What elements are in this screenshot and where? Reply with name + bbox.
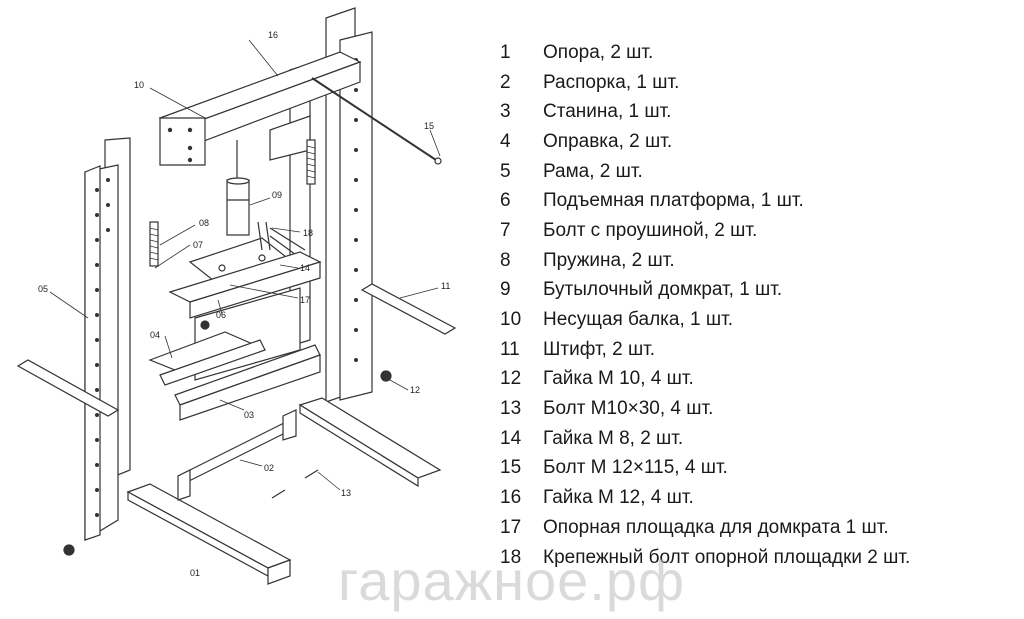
callout-17: 17	[300, 295, 310, 305]
legend-text: Крепежный болт опорной площадки 2 шт.	[543, 546, 911, 568]
legend-row: 18 Крепежный болт опорной площадки 2 шт.	[500, 543, 1020, 573]
legend-number: 7	[500, 219, 511, 241]
legend-text: Гайка М 10, 4 шт.	[543, 368, 694, 390]
callout-05: 05	[38, 284, 48, 294]
legend-number: 3	[500, 101, 511, 123]
callout-13: 13	[341, 488, 351, 498]
legend-number: 10	[500, 309, 522, 331]
exploded-press-diagram: 16 10 15 09 08 18 07 14 17 05 06 04 11 0…	[0, 0, 470, 619]
feet	[126, 397, 442, 585]
legend-text: Болт с проушиной, 2 шт.	[543, 219, 758, 241]
legend-row: 8 Пружина, 2 шт.	[500, 246, 1020, 276]
legend-text: Гайка М 12, 4 шт.	[543, 487, 694, 509]
left-frame	[84, 137, 131, 542]
callout-12: 12	[410, 385, 420, 395]
legend-number: 4	[500, 130, 511, 152]
legend-text: Болт М 12×115, 4 шт.	[543, 457, 728, 479]
parts-legend: 1 Опора, 2 шт. 2 Распорка, 1 шт. 3 Станина,…	[500, 38, 1020, 572]
callout-07: 07	[193, 240, 203, 250]
callout-02: 02	[264, 463, 274, 473]
callout-16: 16	[268, 30, 278, 40]
legend-row: 12 Гайка М 10, 4 шт.	[500, 365, 1020, 395]
legend-number: 8	[500, 249, 511, 271]
legend-row: 11 Штифт, 2 шт.	[500, 335, 1020, 365]
legend-row: 14 Гайка М 8, 2 шт.	[500, 424, 1020, 454]
callout-18: 18	[303, 228, 313, 238]
legend-number: 11	[500, 338, 520, 360]
legend-row: 10 Несущая балка, 1 шт.	[500, 305, 1020, 335]
legend-row: 4 Оправка, 2 шт.	[500, 127, 1020, 157]
top-beam	[158, 51, 362, 166]
legend-row: 15 Болт М 12×115, 4 шт.	[500, 454, 1020, 484]
legend-text: Штифт, 2 шт.	[543, 338, 656, 360]
legend-text: Несущая балка, 1 шт.	[543, 309, 733, 331]
legend-text: Болт М10×30, 4 шт.	[543, 398, 714, 420]
callout-11: 11	[441, 281, 450, 291]
legend-text: Станина, 1 шт.	[543, 101, 672, 123]
legend-number: 13	[500, 398, 522, 420]
legend-text: Распорка, 1 шт.	[543, 71, 680, 93]
legend-row: 2 Распорка, 1 шт.	[500, 68, 1020, 98]
callout-06: 06	[216, 310, 226, 320]
callout-10: 10	[134, 80, 144, 90]
legend-row: 1 Опора, 2 шт.	[500, 38, 1020, 68]
callout-15: 15	[424, 121, 434, 131]
legend-row: 9 Бутылочный домкрат, 1 шт.	[500, 276, 1020, 306]
legend-row: 17 Опорная площадка для домкрата 1 шт.	[500, 513, 1020, 543]
legend-row: 3 Станина, 1 шт.	[500, 97, 1020, 127]
legend-row: 7 Болт с проушиной, 2 шт.	[500, 216, 1020, 246]
legend-number: 9	[500, 279, 511, 301]
legend-number: 1	[500, 41, 511, 63]
legend-text: Оправка, 2 шт.	[543, 130, 673, 152]
callout-08: 08	[199, 218, 209, 228]
legend-number: 12	[500, 368, 522, 390]
arbors	[148, 320, 321, 421]
legend-number: 14	[500, 427, 522, 449]
watermark: гаражное.рф	[338, 549, 686, 612]
callout-09: 09	[272, 190, 282, 200]
callout-03: 03	[244, 410, 254, 420]
legend-text: Подъемная платформа, 1 шт.	[543, 190, 804, 212]
bottle-jack	[226, 140, 250, 236]
legend-row: 5 Рама, 2 шт.	[500, 157, 1020, 187]
legend-text: Опорная площадка для домкрата 1 шт.	[543, 516, 889, 538]
legend-text: Опора, 2 шт.	[543, 41, 654, 63]
callout-04: 04	[150, 330, 160, 340]
legend-row: 13 Болт М10×30, 4 шт.	[500, 394, 1020, 424]
legend-number: 6	[500, 190, 511, 212]
legend-text: Бутылочный домкрат, 1 шт.	[543, 279, 783, 301]
legend-number: 17	[500, 516, 522, 538]
legend-text: Пружина, 2 шт.	[543, 249, 675, 271]
legend-number: 15	[500, 457, 522, 479]
legend-row: 16 Гайка М 12, 4 шт.	[500, 483, 1020, 513]
springs	[149, 139, 316, 267]
legend-number: 5	[500, 160, 511, 182]
callout-01: 01	[190, 568, 200, 578]
legend-text: Рама, 2 шт.	[543, 160, 643, 182]
legend-number: 2	[500, 71, 511, 93]
legend-row: 6 Подъемная платформа, 1 шт.	[500, 186, 1020, 216]
legend-text: Гайка М 8, 2 шт.	[543, 427, 684, 449]
legend-number: 18	[500, 546, 522, 568]
legend-number: 16	[500, 487, 522, 509]
callout-14: 14	[300, 263, 310, 273]
strut	[177, 409, 297, 501]
